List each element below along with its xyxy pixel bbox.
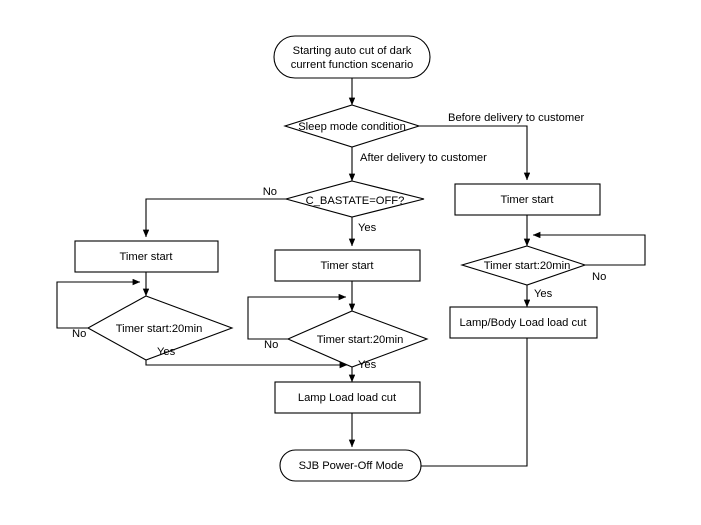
timer-20min-mid-diamond-shape (286, 310, 429, 368)
timer-start-mid-label: Timer start (320, 260, 374, 272)
node-lamp-body-load-cut[interactable]: Lamp/Body Load load cut (449, 306, 598, 339)
connector-lamp-body-to-sjb (421, 338, 528, 467)
timer-start-left-label: Timer start (119, 251, 173, 263)
edge-label-bastate-yes: Yes (358, 222, 377, 234)
node-sjb-power-off-mode[interactable]: SJB Power-Off Mode (279, 449, 422, 482)
node-timer-20min-right[interactable]: Timer start:20min (460, 245, 587, 286)
connector-mid-no-loopback (247, 293, 347, 340)
sjb-power-off-terminator-shape (279, 449, 422, 482)
edge-label-mid-no: No (264, 339, 278, 351)
node-sleep-mode-condition[interactable]: Sleep mode condition (283, 104, 421, 148)
start-terminator-shape (273, 35, 431, 79)
edge-label-mid-yes: Yes (358, 359, 377, 371)
timer-20min-left-diamond-shape (86, 295, 234, 361)
edge-label-before-delivery: Before delivery to customer (448, 112, 584, 124)
timer-start-mid-shape (274, 249, 421, 282)
connector-right-no-loopback (532, 231, 646, 266)
sleep-mode-diamond-shape (283, 104, 421, 148)
edge-label-after-delivery: After delivery to customer (360, 152, 487, 164)
node-timer-20min-left[interactable]: Timer start:20min (86, 295, 234, 361)
start-label-line2: current function scenario (291, 59, 414, 71)
c-bastate-diamond-shape (283, 180, 425, 218)
start-label-line1: Starting auto cut of dark (293, 45, 412, 57)
node-timer-start-mid[interactable]: Timer start (274, 249, 421, 282)
node-c-bastate-off[interactable]: C_BASTATE=OFF? (283, 180, 425, 218)
timer-20min-mid-label: Timer start:20min (317, 334, 404, 346)
lamp-load-cut-label: Lamp Load load cut (298, 392, 397, 404)
connector-left-no-loopback (56, 278, 141, 329)
node-timer-start-right[interactable]: Timer start (454, 183, 601, 216)
timer-20min-right-label: Timer start:20min (484, 260, 571, 272)
lamp-load-cut-shape (274, 381, 421, 414)
connector-bastate-no-to-timer-left (142, 198, 286, 238)
edge-label-left-no: No (72, 328, 86, 340)
c-bastate-label: C_BASTATE=OFF? (306, 195, 405, 207)
timer-start-right-shape (454, 183, 601, 216)
sjb-power-off-label: SJB Power-Off Mode (299, 460, 404, 472)
node-timer-start-left[interactable]: Timer start (74, 240, 219, 273)
timer-start-left-shape (74, 240, 219, 273)
edge-label-left-yes: Yes (157, 346, 176, 358)
timer-start-right-label: Timer start (500, 194, 554, 206)
lamp-body-load-cut-shape (449, 306, 598, 339)
connector-left-yes-to-mid (145, 360, 348, 369)
node-start[interactable]: Starting auto cut of dark current functi… (273, 35, 431, 79)
edge-label-bastate-no: No (263, 186, 277, 198)
sleep-mode-label: Sleep mode condition (298, 121, 406, 133)
timer-20min-right-diamond-shape (460, 245, 587, 286)
lamp-body-load-cut-label: Lamp/Body Load load cut (460, 317, 588, 329)
edge-label-right-no: No (592, 271, 606, 283)
timer-20min-left-label: Timer start:20min (116, 323, 203, 335)
connector-sleep-mode-before-delivery (419, 125, 531, 181)
node-timer-20min-mid[interactable]: Timer start:20min (286, 310, 429, 368)
node-lamp-load-cut[interactable]: Lamp Load load cut (274, 381, 421, 414)
edge-label-right-yes: Yes (534, 288, 553, 300)
